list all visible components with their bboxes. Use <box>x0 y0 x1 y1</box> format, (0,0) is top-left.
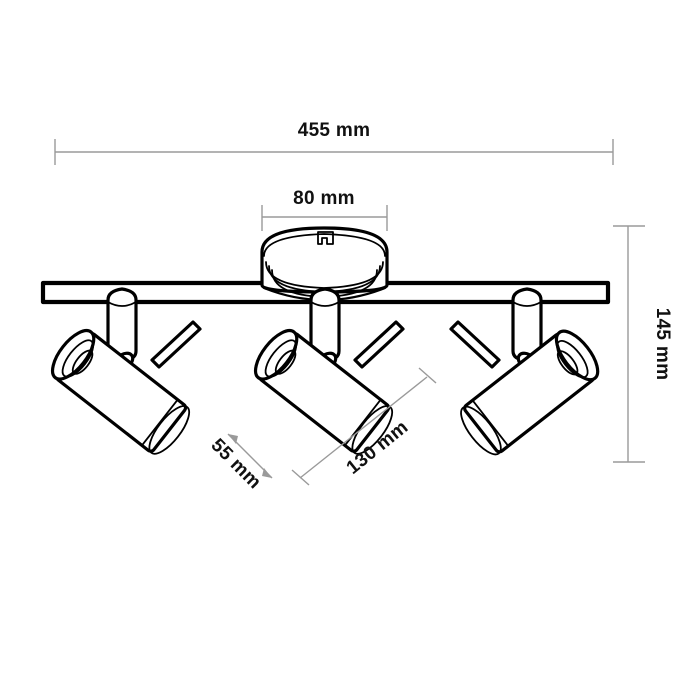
adjustment-rod-right <box>449 320 501 369</box>
dimension-label-overall-width: 455 mm <box>298 120 371 141</box>
spotlight-head-left-back-band <box>141 399 178 446</box>
dimension-tick-130-bottom <box>291 469 310 486</box>
spotlight-center <box>253 287 405 455</box>
dimension-overall-width: 455 mm <box>54 120 614 165</box>
spotlight-head-left-back-rim <box>148 405 191 455</box>
spotlight-head-right-back-rim <box>460 405 502 456</box>
dimension-label-overall-height: 145 mm <box>652 308 673 381</box>
spotlight-head-right-reflector <box>556 350 579 376</box>
canopy-top-shoulder <box>263 233 386 257</box>
spotlight-head-center <box>253 329 394 455</box>
dimension-label-canopy-width: 80 mm <box>293 188 355 209</box>
spotlight-head-right-back-band <box>472 400 509 447</box>
canopy-keyhole-detail <box>317 231 334 245</box>
dimension-arrow-55-end <box>262 468 272 478</box>
dimension-arrow-55-start <box>228 434 238 444</box>
adjustment-rod-left <box>150 320 202 369</box>
spotlight-head-center-inner-rim <box>264 339 298 378</box>
dimension-overall-height: 145 mm <box>613 225 673 463</box>
spotlight-left <box>50 287 202 455</box>
spotlight-stem-right-collar <box>512 301 542 307</box>
spotlight-head-left-inner-rim <box>61 339 95 378</box>
spotlight-head-right-inner-rim <box>556 340 589 379</box>
spotlight-head-left-reflector <box>71 349 94 375</box>
spotlight-head-center-reflector <box>274 349 297 375</box>
spotlight-stem-center-collar <box>310 301 340 307</box>
spotlight-head-right <box>460 329 600 456</box>
dimension-line-130 <box>299 376 428 479</box>
spotlight-right <box>449 287 600 456</box>
adjustment-rod-center <box>353 320 405 369</box>
dimension-head-diameter: 55 mm <box>207 433 273 493</box>
canopy-body <box>260 226 389 294</box>
dimension-canopy-width: 80 mm <box>261 188 388 231</box>
spotlight-head-left <box>50 329 191 455</box>
spotlight-stem-left-collar <box>107 301 137 307</box>
dimension-tick-130-top <box>418 367 437 384</box>
